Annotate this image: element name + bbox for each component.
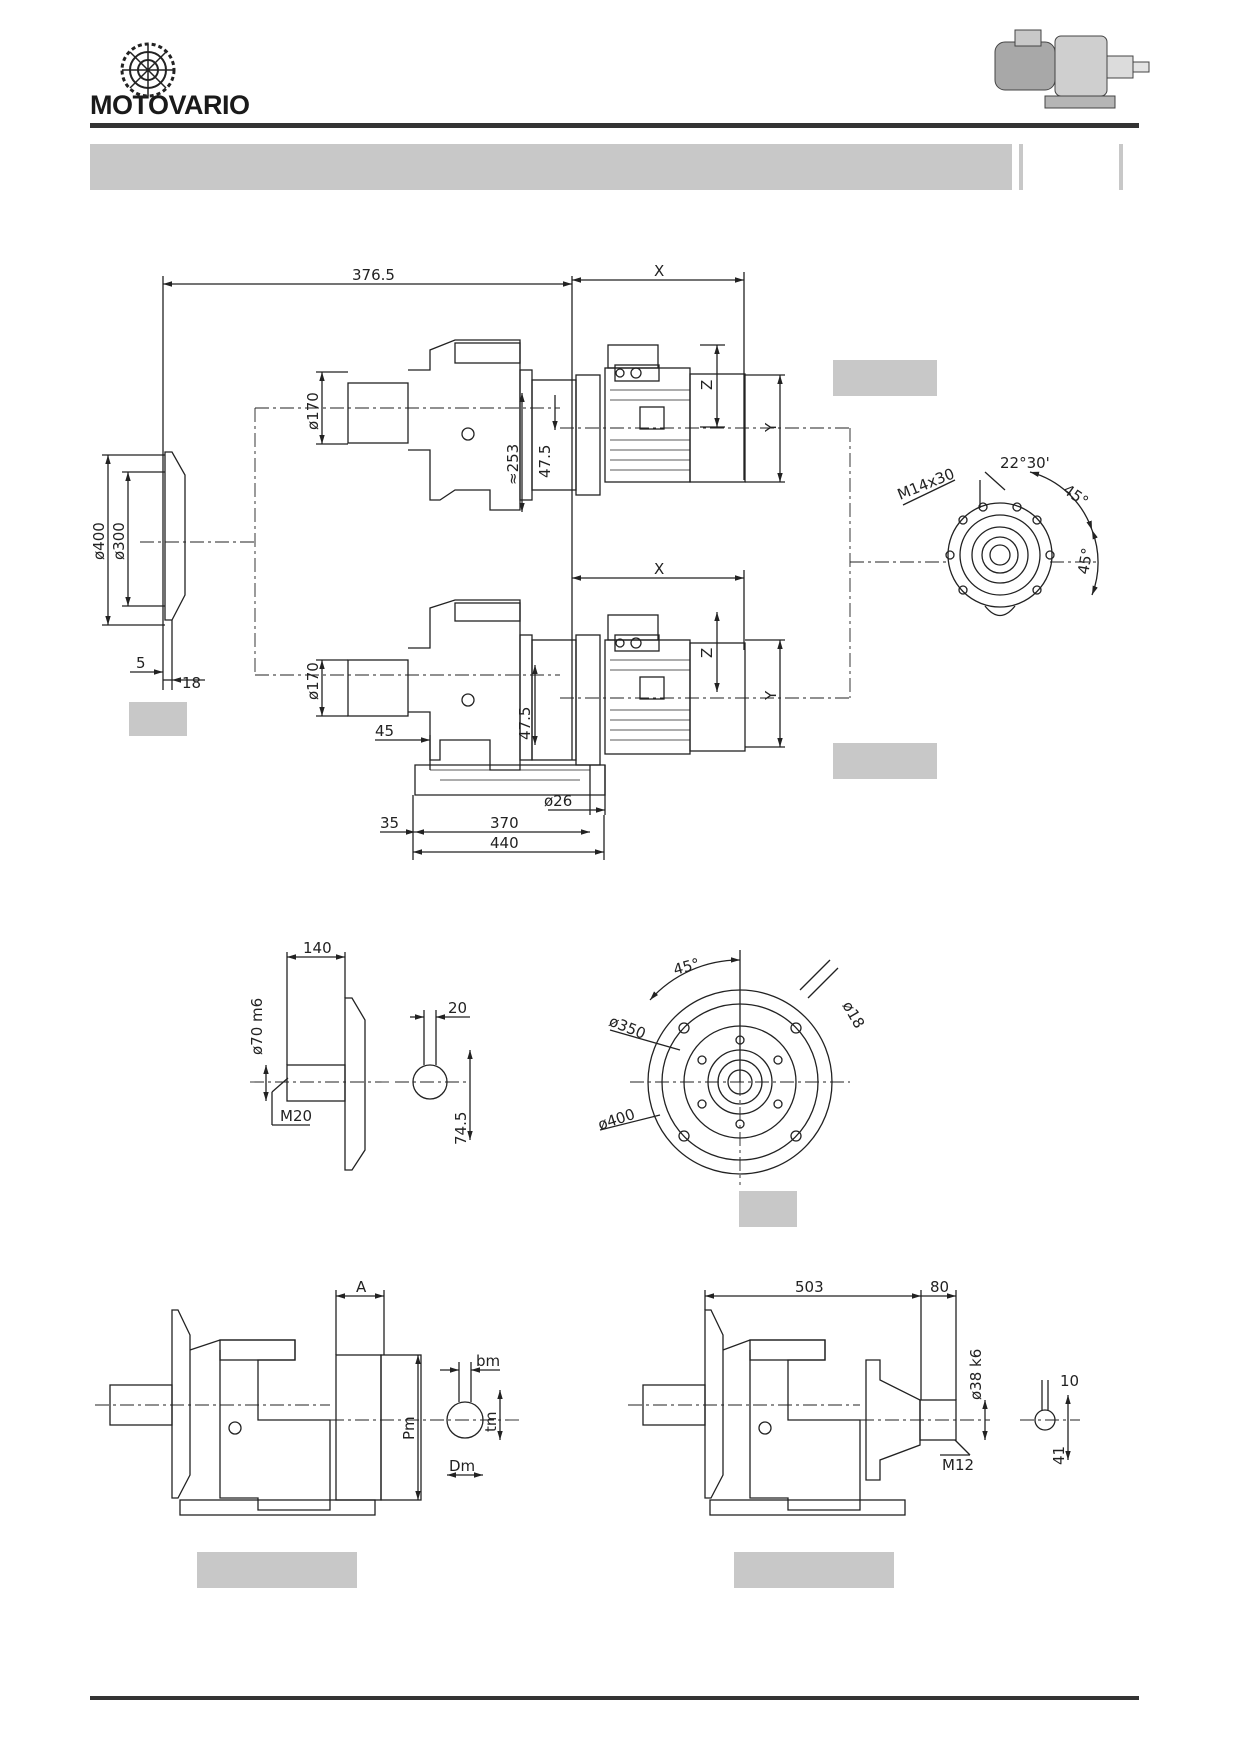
dim-503: 503 bbox=[795, 1278, 824, 1296]
dim-d38: ø38 k6 bbox=[967, 1349, 985, 1400]
dim-440: 440 bbox=[490, 834, 519, 852]
dim-74-5: 74.5 bbox=[452, 1112, 470, 1145]
dim-45: 45 bbox=[375, 722, 394, 740]
dim-x-bottom: X bbox=[654, 560, 664, 578]
dim-d300: ø300 bbox=[110, 522, 128, 560]
flange-front-view bbox=[599, 950, 850, 1185]
flange-front-labels: 45° ø18 ø350 ø400 bbox=[596, 955, 869, 1134]
header-rule bbox=[90, 123, 1139, 128]
brand-name: MOTOVARIO bbox=[90, 90, 250, 120]
dim-d400: ø400 bbox=[90, 522, 108, 560]
flange-bolt-view bbox=[902, 471, 1099, 617]
dim-pm: Pm bbox=[400, 1416, 418, 1440]
dim-x-top: X bbox=[654, 262, 664, 280]
dim-22-30: 22°30' bbox=[1000, 454, 1050, 472]
dim-41: 41 bbox=[1050, 1446, 1068, 1465]
dim-18: 18 bbox=[182, 674, 201, 692]
label-box-motor-bottom bbox=[833, 743, 937, 779]
dim-d350: ø350 bbox=[607, 1012, 649, 1043]
dim-35: 35 bbox=[380, 814, 399, 832]
dim-370: 370 bbox=[490, 814, 519, 832]
dim-d26: ø26 bbox=[544, 792, 572, 810]
shaft-detail-labels: 140 ø70 m6 20 M20 74.5 bbox=[248, 939, 470, 1145]
dim-d400-front: ø400 bbox=[596, 1105, 638, 1134]
main-drawing-labels: 376.5 X X Z Z Y Y ø170 ø170 ≈253 47.5 47… bbox=[90, 262, 780, 852]
main-gearbox-drawing bbox=[102, 272, 1100, 860]
dim-253: ≈253 bbox=[504, 444, 522, 485]
dim-a: A bbox=[356, 1278, 367, 1296]
gearmotor-image-icon bbox=[994, 29, 1150, 109]
dim-376-5: 376.5 bbox=[352, 266, 395, 284]
gear-logo-icon bbox=[120, 42, 176, 98]
dim-y-top: Y bbox=[762, 422, 780, 433]
section-title-bar bbox=[90, 144, 1012, 190]
label-box-motor-adapter bbox=[197, 1552, 357, 1588]
dim-20: 20 bbox=[448, 999, 467, 1017]
dim-45-front: 45° bbox=[671, 955, 701, 979]
dim-dm: Dm bbox=[449, 1457, 475, 1475]
motor-adapter-labels: A bm Pm tm Dm bbox=[356, 1278, 500, 1475]
dim-bm: bm bbox=[476, 1352, 500, 1370]
dim-d170-bottom: ø170 bbox=[304, 662, 322, 700]
dim-d170-top: ø170 bbox=[304, 392, 322, 430]
dim-47-5-bottom: 47.5 bbox=[516, 707, 534, 740]
dim-d18: ø18 bbox=[839, 998, 869, 1031]
dim-m14x30: M14x30 bbox=[895, 465, 957, 504]
motor-adapter-drawing bbox=[95, 1290, 520, 1516]
label-box-flange bbox=[129, 702, 187, 736]
input-shaft-drawing bbox=[628, 1290, 1080, 1516]
section-code-box bbox=[1019, 144, 1123, 190]
label-box-motor-top bbox=[833, 360, 937, 396]
dim-z-top: Z bbox=[698, 380, 716, 390]
label-box-flange-front bbox=[739, 1191, 797, 1227]
input-shaft-labels: 503 80 ø38 k6 10 41 M12 bbox=[795, 1278, 1079, 1474]
dim-y-bottom: Y bbox=[762, 690, 780, 701]
dim-m20: M20 bbox=[280, 1107, 312, 1125]
dim-tm: tm bbox=[482, 1412, 500, 1433]
dim-140: 140 bbox=[303, 939, 332, 957]
dim-m12: M12 bbox=[942, 1456, 974, 1474]
dim-47-5-top: 47.5 bbox=[536, 445, 554, 478]
dim-d70: ø70 m6 bbox=[248, 998, 266, 1055]
footer-rule bbox=[90, 1696, 1139, 1700]
dim-5: 5 bbox=[136, 654, 146, 672]
dim-45-a: 45° bbox=[1060, 481, 1092, 511]
dim-10: 10 bbox=[1060, 1372, 1079, 1390]
dim-z-bottom: Z bbox=[698, 648, 716, 658]
dim-80: 80 bbox=[930, 1278, 949, 1296]
label-box-input-shaft bbox=[734, 1552, 894, 1588]
dim-45-b: 45° bbox=[1074, 546, 1096, 575]
output-shaft-detail bbox=[250, 952, 473, 1171]
